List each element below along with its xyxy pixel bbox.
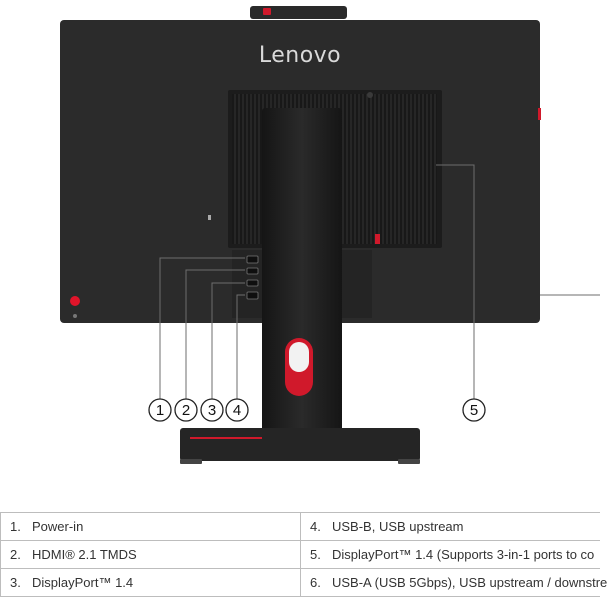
svg-text:2: 2 xyxy=(182,402,190,419)
table-row: 3.DisplayPort™ 1.4 6.USB-A (USB 5Gbps), … xyxy=(0,568,607,597)
power-led xyxy=(73,314,77,318)
side-accent xyxy=(538,108,541,120)
callout-5: 5 xyxy=(462,398,486,422)
table-cell: 1.Power-in xyxy=(0,512,301,541)
table-cell: 4.USB-B, USB upstream xyxy=(300,512,600,541)
svg-text:4: 4 xyxy=(233,402,241,419)
power-button xyxy=(70,296,80,306)
security-slot xyxy=(208,215,211,220)
table-row: 2.HDMI® 2.1 TMDS 5.DisplayPort™ 1.4 (Sup… xyxy=(0,540,600,569)
table-cell: 2.HDMI® 2.1 TMDS xyxy=(0,540,301,569)
stand-base xyxy=(180,428,420,464)
callout-1: 1 xyxy=(148,398,172,422)
brand-logo: Lenovo xyxy=(259,43,341,68)
table-cell: 3.DisplayPort™ 1.4 xyxy=(0,568,301,597)
ports-table: 1.Power-in 4.USB-B, USB upstream 2.HDMI®… xyxy=(0,512,607,597)
table-cell: 6.USB-A (USB 5Gbps), USB upstream / down… xyxy=(300,568,607,597)
callout-2: 2 xyxy=(174,398,198,422)
svg-text:5: 5 xyxy=(470,402,478,419)
svg-text:3: 3 xyxy=(208,402,216,419)
webcam xyxy=(250,6,347,19)
table-row: 1.Power-in 4.USB-B, USB upstream xyxy=(0,512,600,541)
callout-leader-lines xyxy=(159,164,600,400)
monitor-rear-view-illustration: Lenovo 1 xyxy=(60,6,600,464)
stand-neck xyxy=(262,108,342,448)
svg-text:1: 1 xyxy=(156,402,164,419)
table-cell: 5.DisplayPort™ 1.4 (Supports 3-in-1 port… xyxy=(300,540,600,569)
callout-3: 3 xyxy=(200,398,224,422)
callout-4: 4 xyxy=(225,398,249,422)
